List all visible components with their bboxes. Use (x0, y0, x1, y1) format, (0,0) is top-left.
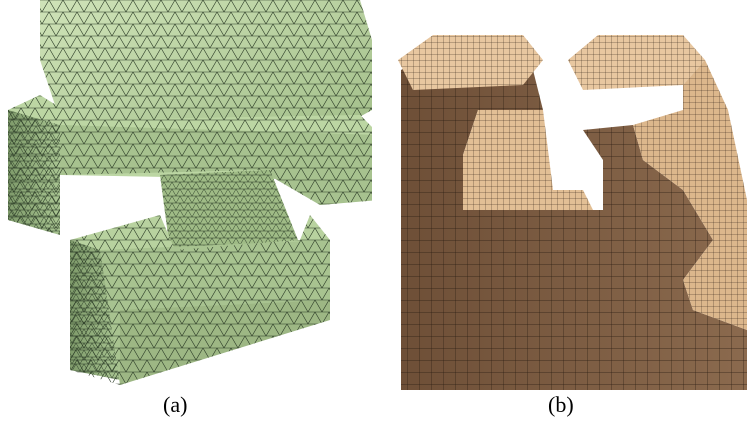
hex-front-mesh (401, 40, 747, 390)
caption-a: (a) (163, 392, 188, 417)
hexahedral-mesh-figure (398, 35, 747, 390)
right-prong-top-mesh (568, 35, 705, 90)
lower-block-mesh (70, 215, 330, 385)
neck-mesh (160, 170, 300, 250)
slot-floor-mesh (463, 110, 593, 210)
triangular-mesh-figure (8, 0, 372, 385)
panel-b-hexahedral-mesh (383, 0, 747, 390)
right-side-mesh (633, 60, 747, 330)
upper-block-mesh (8, 95, 372, 235)
panel-a-triangular-mesh (0, 0, 372, 390)
caption-b: (b) (548, 392, 574, 417)
left-prong-top-mesh (398, 35, 543, 90)
